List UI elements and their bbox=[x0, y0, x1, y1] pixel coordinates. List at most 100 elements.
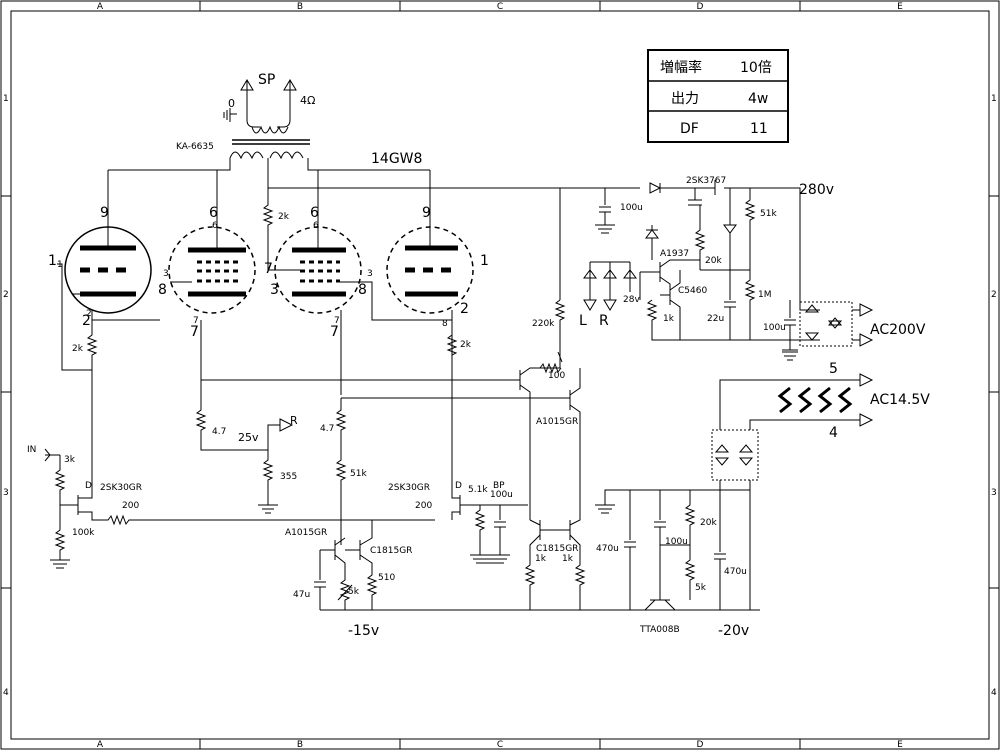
hv-supply: 100u 2SK3767 20k 22u 51k 1M A1937 C5460 … bbox=[579, 176, 926, 351]
col-label-a-bottom: A bbox=[97, 740, 104, 750]
sp-zero-label: 0 bbox=[228, 97, 235, 110]
row-label-1: 1 bbox=[3, 94, 9, 104]
label-r-355: 355 bbox=[280, 472, 297, 482]
pin-3-left: 3 bbox=[270, 282, 279, 298]
label-q-c5460: C5460 bbox=[678, 286, 707, 296]
label-c-470u-b: 470u bbox=[724, 567, 747, 577]
inner-frame bbox=[10, 10, 990, 740]
col-label-d: D bbox=[697, 2, 704, 12]
label-c-470u-a: 470u bbox=[596, 544, 619, 554]
row-label-3: 3 bbox=[3, 488, 9, 498]
label-r-1m: 1M bbox=[758, 290, 772, 300]
secondary-winding: 5 4 AC14.5V bbox=[777, 361, 930, 441]
col-label-b: B bbox=[297, 2, 303, 12]
pin-small-1a: 1 bbox=[57, 260, 63, 270]
label-r-4-7b: 4.7 bbox=[320, 424, 334, 434]
t5-label: 5 bbox=[829, 361, 838, 377]
spec-value-power: 4w bbox=[748, 91, 768, 107]
spec-label-df: DF bbox=[680, 121, 699, 137]
row-label-2: 2 bbox=[3, 290, 9, 300]
label-r-20k-a: 20k bbox=[705, 256, 722, 266]
m15-label: -15v bbox=[348, 623, 379, 639]
spec-label-power: 出力 bbox=[671, 91, 699, 107]
label-r-1k-b: 1k bbox=[562, 554, 574, 564]
pin-2-left: 2 bbox=[82, 313, 91, 329]
negative-supply: 470u 100u 20k 5k TTA008B 470u -20v bbox=[596, 379, 780, 639]
label-q-c1815-b: C1815GR bbox=[536, 544, 578, 554]
pin-7-left: 7 bbox=[190, 324, 199, 340]
col-label-d-bottom: D bbox=[697, 740, 704, 750]
pin-8-right: 8 bbox=[358, 282, 367, 298]
svg-text:2k: 2k bbox=[460, 340, 472, 350]
row-label-1-right: 1 bbox=[991, 94, 997, 104]
col-label-e-bottom: E bbox=[897, 740, 903, 750]
label-r-51k-a: 51k bbox=[350, 469, 367, 479]
pin-6-right: 6 bbox=[310, 205, 319, 221]
output-transformer: 0 SP 4Ω KA-6635 bbox=[108, 72, 430, 188]
resistor-2k-right: 2k bbox=[446, 330, 472, 490]
row-label-4-right: 4 bbox=[991, 688, 997, 698]
pin-7-right: 7 bbox=[330, 324, 339, 340]
spec-value-df: 11 bbox=[750, 121, 768, 137]
label-c-bp-val: 100u bbox=[490, 490, 513, 500]
label-r-220k: 220k bbox=[532, 319, 555, 329]
label-c-100u-c: 100u bbox=[763, 323, 786, 333]
label-q-a1015-b: A1015GR bbox=[536, 417, 578, 427]
label-r-200b: 200 bbox=[415, 501, 432, 511]
col-label-c-bottom: C bbox=[497, 740, 503, 750]
sp-4ohm-label: 4Ω bbox=[300, 94, 315, 107]
border-labels: A B C D E A B C D E 1 2 3 4 1 2 3 4 bbox=[3, 2, 997, 750]
svg-text:2k: 2k bbox=[278, 212, 290, 222]
ac200-label: AC200V bbox=[870, 322, 926, 338]
label-r-20k-b: 20k bbox=[700, 518, 717, 528]
tube-type-label: 14GW8 bbox=[371, 151, 422, 167]
label-r-100: 100 bbox=[548, 371, 565, 381]
tube-1 bbox=[57, 170, 160, 371]
t4-label: 4 bbox=[829, 425, 838, 441]
pin-small-2: 2 bbox=[86, 309, 92, 319]
label-q-a1937: A1937 bbox=[660, 249, 689, 259]
row-label-2-right: 2 bbox=[991, 290, 997, 300]
pin-2-right: 2 bbox=[460, 301, 469, 317]
ground-symbols bbox=[50, 224, 798, 569]
c1815-pair: 220k 100 A1015GR C1815GR 1k 1k bbox=[505, 299, 586, 610]
right-jfet: 2SK30GR D 200 5.1k BP 100u bbox=[388, 481, 528, 555]
label-c-bp: BP bbox=[493, 481, 505, 491]
row-label-3-right: 3 bbox=[991, 488, 997, 498]
tube-3 bbox=[268, 170, 452, 395]
label-r-3k: 3k bbox=[64, 455, 76, 465]
label-v28: 28v bbox=[623, 295, 640, 305]
pin-small-7a: 7 bbox=[193, 316, 199, 326]
ac14-label: AC14.5V bbox=[870, 392, 930, 408]
pin-small-6b: 6 bbox=[313, 221, 319, 231]
label-r-1k-c: 1k bbox=[663, 314, 675, 324]
label-q-2sk3767: 2SK3767 bbox=[686, 176, 726, 186]
svg-text:2k: 2k bbox=[72, 344, 84, 354]
label-r-100k: 100k bbox=[72, 528, 95, 538]
pin-1-left: 1 bbox=[48, 253, 57, 269]
sp-label: SP bbox=[258, 72, 275, 88]
pin-9-right: 9 bbox=[422, 205, 431, 221]
led-r-label: R bbox=[599, 313, 609, 329]
label-r-5k-a: 5k bbox=[348, 587, 360, 597]
pin-small-7c: 7 bbox=[334, 316, 340, 326]
label-c-100u-b: 100u bbox=[665, 537, 688, 547]
resistor-2k-top: 2k bbox=[262, 188, 290, 270]
r-out-label: R bbox=[290, 414, 298, 427]
label-q-tta008b: TTA008B bbox=[639, 625, 680, 635]
col-label-a: A bbox=[97, 2, 104, 12]
spec-value-gain: 10倍 bbox=[740, 60, 772, 76]
label-r-5-1k: 5.1k bbox=[468, 485, 488, 495]
v280-label: 280v bbox=[799, 182, 834, 198]
v25-label: 25v bbox=[238, 431, 259, 444]
pin-9-left: 9 bbox=[100, 205, 109, 221]
col-label-e: E bbox=[897, 2, 903, 12]
label-r-51k-b: 51k bbox=[760, 209, 777, 219]
label-q-2sk30-r: 2SK30GR bbox=[388, 483, 430, 493]
label-r-510: 510 bbox=[378, 573, 395, 583]
label-d-right: D bbox=[455, 481, 462, 491]
transformer-label: KA-6635 bbox=[176, 142, 214, 152]
col-label-b-bottom: B bbox=[297, 740, 303, 750]
label-c-47u: 47u bbox=[293, 590, 310, 600]
